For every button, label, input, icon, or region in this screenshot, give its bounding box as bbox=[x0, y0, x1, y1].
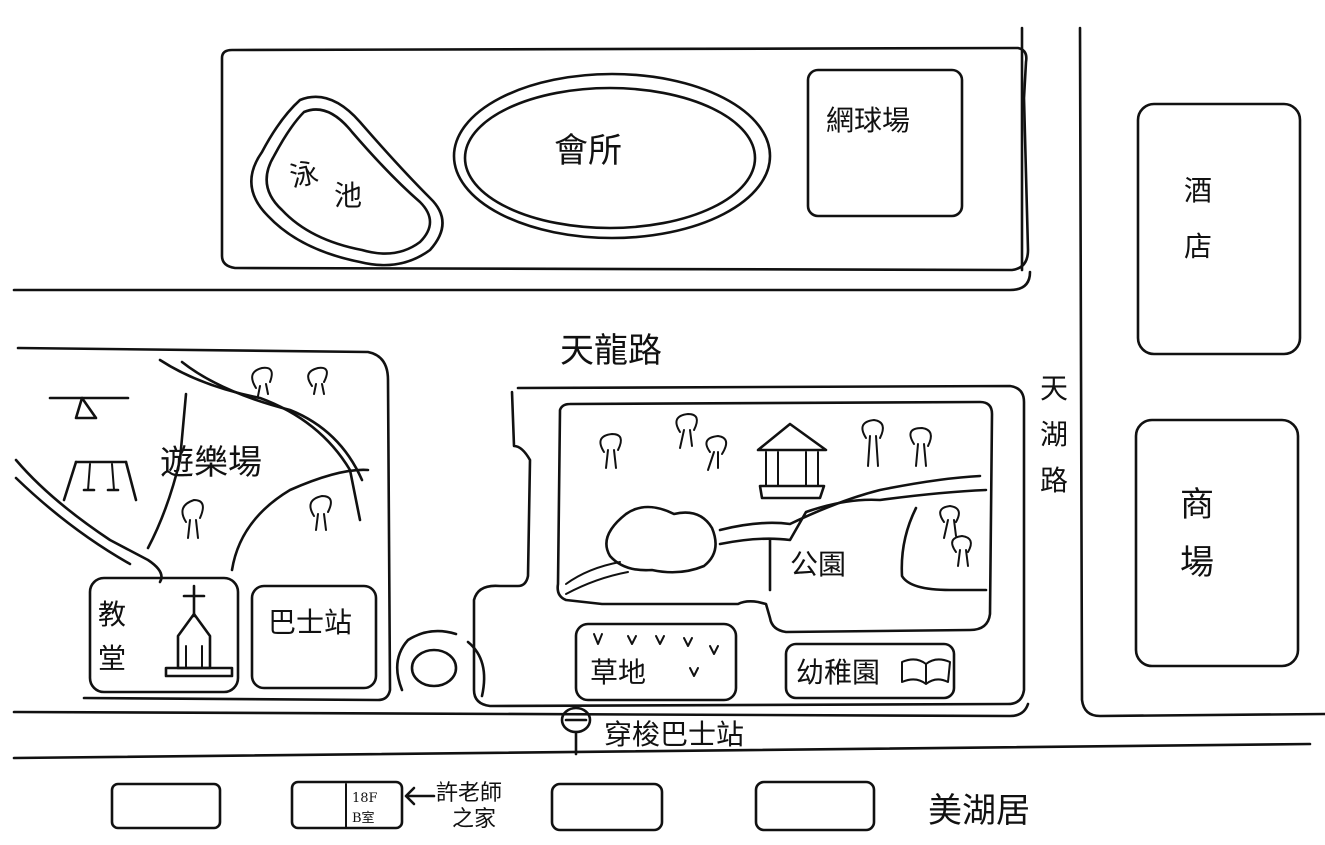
estate-building-3 bbox=[550, 782, 664, 832]
playground-path-c bbox=[14, 458, 163, 584]
park-path-c bbox=[718, 474, 982, 532]
bus-stop-building bbox=[250, 584, 378, 690]
tree-icon bbox=[861, 419, 884, 467]
hotel-label-2: 店 bbox=[1184, 230, 1212, 263]
lawn-label: 草地 bbox=[590, 656, 646, 689]
teacher-home-label-2: 之家 bbox=[452, 807, 496, 832]
arrow-icon bbox=[404, 786, 436, 806]
playground-path-d bbox=[14, 476, 132, 566]
tree-icon bbox=[939, 505, 960, 539]
road-edge-south-upper bbox=[12, 702, 1030, 718]
mall-building bbox=[1134, 418, 1300, 668]
swimming-pool-label-1: 泳 bbox=[287, 156, 321, 194]
grass-icon bbox=[593, 633, 719, 677]
bus-stop-label: 巴士站 bbox=[268, 606, 352, 639]
tree-icon bbox=[181, 499, 204, 539]
tree-icon bbox=[599, 433, 622, 469]
estate-building-4 bbox=[754, 780, 876, 832]
kindergarten-building bbox=[784, 642, 956, 700]
tianhu-road-label-2: 湖 bbox=[1040, 418, 1068, 451]
estate-label: 美湖居 bbox=[928, 791, 1030, 831]
center-block-outline bbox=[472, 384, 1026, 708]
playground-path-f bbox=[230, 468, 370, 572]
clubhouse bbox=[452, 72, 772, 240]
tennis-court bbox=[806, 68, 964, 218]
tianhu-road-label-3: 路 bbox=[1040, 464, 1068, 497]
tree-icon bbox=[251, 366, 273, 397]
top-block-outline bbox=[220, 46, 1030, 272]
tree-icon bbox=[307, 366, 328, 395]
park-label: 公園 bbox=[790, 548, 846, 581]
swimming-pool-label-2: 池 bbox=[334, 179, 362, 212]
tree-icon bbox=[951, 535, 972, 567]
church-label-1: 教 bbox=[98, 598, 126, 631]
road-edge-south-lower bbox=[12, 742, 1312, 760]
left-block-outline bbox=[16, 346, 392, 702]
tree-icon bbox=[675, 413, 698, 449]
tianlong-road-label: 天龍路 bbox=[560, 331, 662, 371]
playground-path-e bbox=[146, 392, 188, 550]
park-path-d bbox=[718, 488, 988, 546]
clubhouse-label: 會所 bbox=[554, 131, 622, 171]
lawn-area bbox=[574, 622, 738, 702]
pond bbox=[605, 505, 717, 574]
pavilion-icon bbox=[756, 422, 828, 500]
unit-label-2: B室 bbox=[352, 810, 375, 826]
road-edge-tianlong-north bbox=[12, 270, 1032, 292]
roundabout bbox=[395, 629, 486, 698]
kindergarten-label: 幼稚園 bbox=[796, 656, 880, 689]
tennis-court-label: 網球場 bbox=[826, 104, 910, 137]
tianhu-road-label-1: 天 bbox=[1040, 372, 1068, 405]
cross-icon bbox=[164, 584, 234, 678]
park-path-b bbox=[565, 571, 629, 595]
teacher-home-label-1: 許老師 bbox=[436, 781, 502, 806]
mall-label-1: 商 bbox=[1180, 485, 1214, 525]
mall-label-2: 場 bbox=[1180, 543, 1214, 583]
unit-label-1: 18F bbox=[352, 791, 378, 806]
tree-icon bbox=[309, 495, 332, 531]
hotel-building bbox=[1136, 102, 1302, 356]
book-icon bbox=[901, 658, 951, 685]
hotel-label-1: 酒 bbox=[1184, 174, 1212, 207]
tree-icon bbox=[705, 435, 728, 471]
park-outline bbox=[556, 400, 994, 634]
church-label-2: 堂 bbox=[98, 642, 126, 675]
playground-path-a bbox=[158, 358, 362, 522]
seesaw-icon bbox=[48, 396, 130, 420]
playground-path-b bbox=[180, 360, 364, 482]
swimming-pool bbox=[250, 95, 444, 267]
swing-icon bbox=[62, 460, 138, 502]
church-building bbox=[88, 576, 240, 694]
park-path-a bbox=[565, 561, 621, 585]
shuttle-bus-stop-label: 穿梭巴士站 bbox=[604, 718, 744, 751]
park-path-f bbox=[900, 506, 988, 592]
road-edge-right bbox=[1078, 26, 1325, 718]
estate-building-1 bbox=[110, 782, 222, 830]
tree-icon bbox=[909, 427, 932, 467]
shuttle-bus-stop-sign-icon bbox=[560, 706, 592, 756]
playground-label: 遊樂場 bbox=[160, 443, 262, 483]
